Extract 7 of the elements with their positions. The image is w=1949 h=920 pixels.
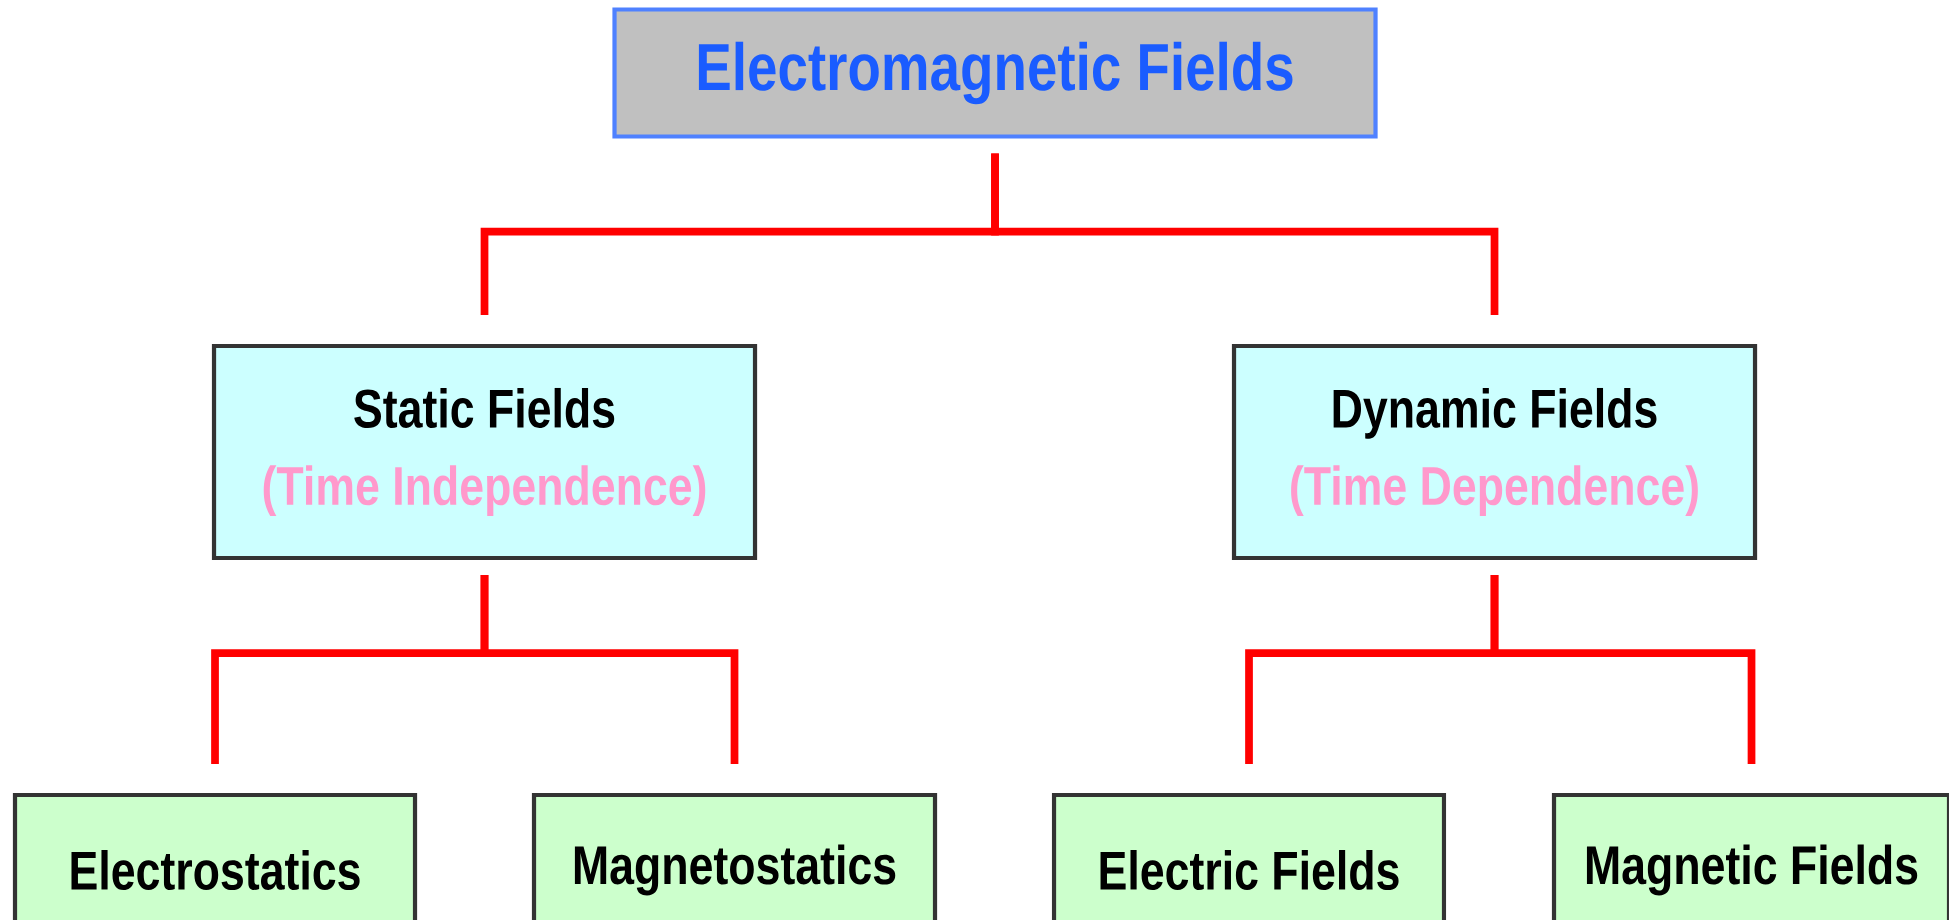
title-box: Electromagnetic Fields (612, 7, 1378, 139)
leaf-box: Electrostatics (12, 792, 418, 920)
category-box: Dynamic Fields (Time Dependence) (1231, 343, 1758, 561)
leaf-box: Magnetostatics (531, 792, 938, 920)
leaf-box: Electric Fields (1051, 792, 1447, 920)
leaf-box: Magnetic Fields (1551, 792, 1949, 920)
category-box: Static Fields (Time Independence) (211, 343, 758, 561)
